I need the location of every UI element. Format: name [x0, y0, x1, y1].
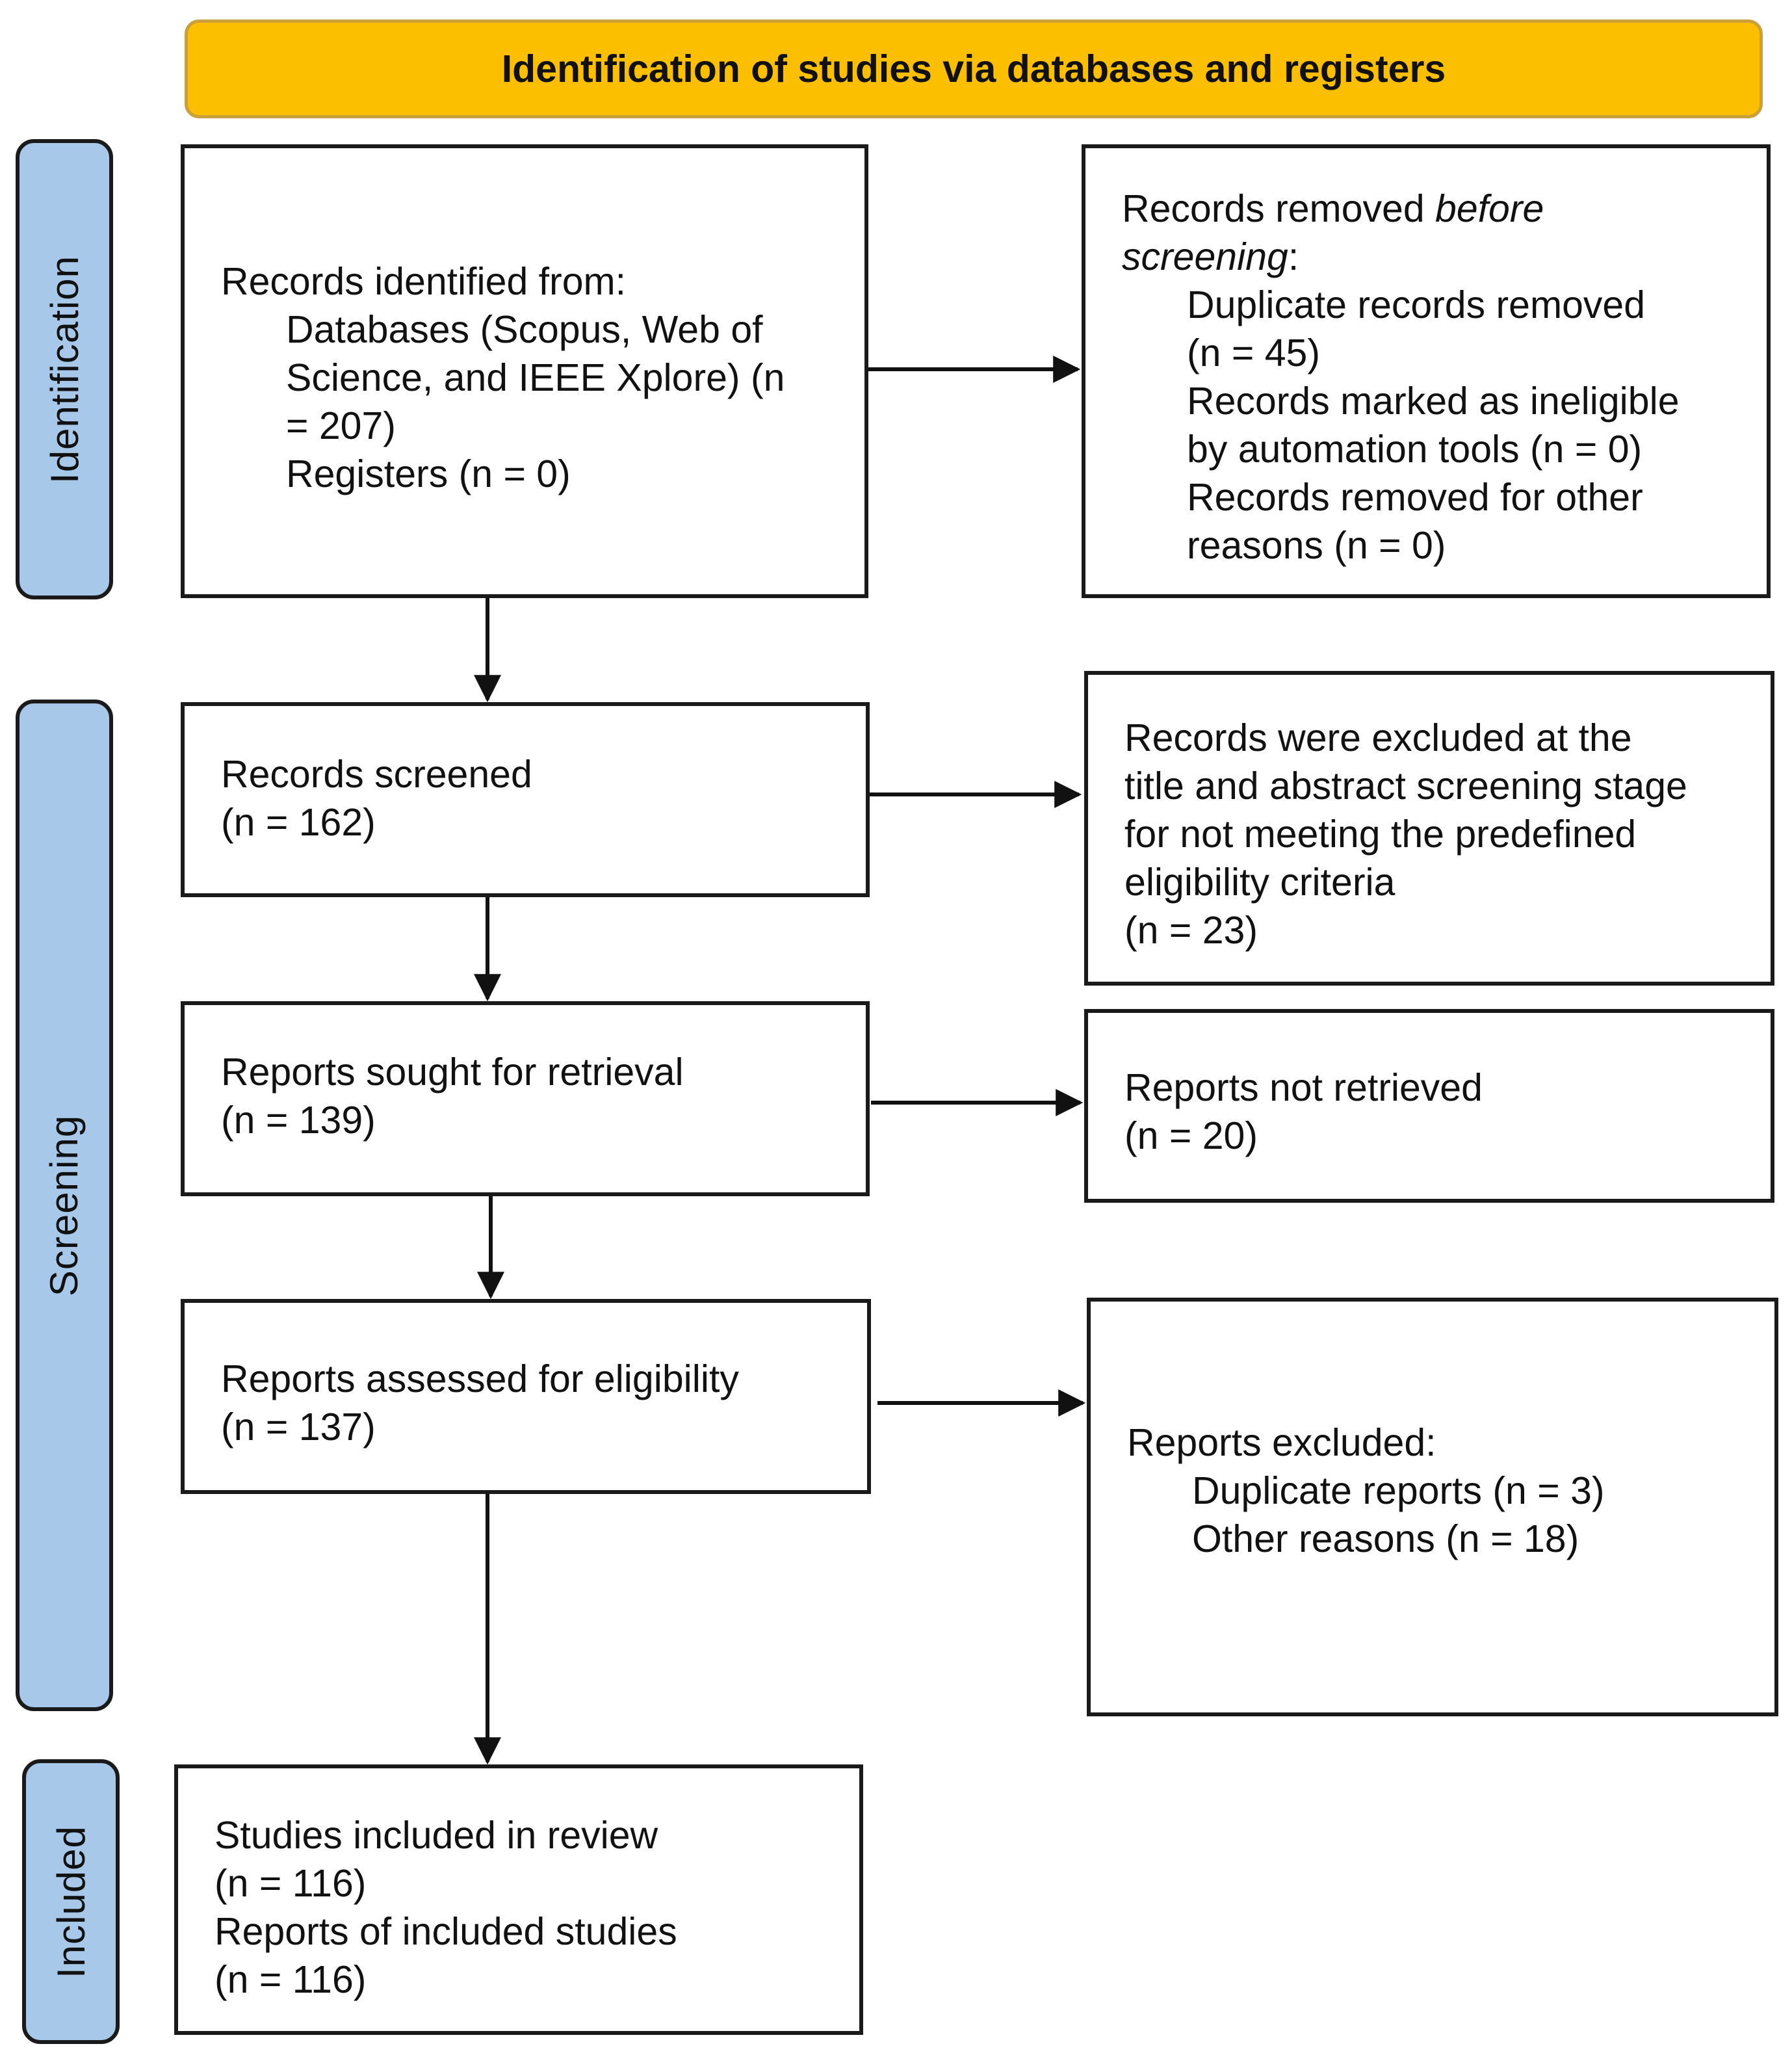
- box-records-screened: Records screened (n = 162): [181, 702, 870, 897]
- studies-included-line: Reports of included studies: [214, 1910, 677, 1953]
- records-removed-line: by automation tools (n = 0): [1187, 428, 1643, 471]
- studies-included-line: (n = 116): [214, 1862, 367, 1905]
- reports-excluded-line: Other reasons (n = 18): [1192, 1517, 1579, 1560]
- records-removed-title-cont: screening:: [1122, 233, 1754, 281]
- reports-excluded-title: Reports excluded:: [1127, 1421, 1436, 1464]
- records-screened-line: Records screened: [221, 753, 532, 796]
- box-reports-excluded: Reports excluded: Duplicate reports (n =…: [1087, 1298, 1778, 1716]
- phase-identification: Identification: [16, 139, 113, 599]
- records-identified-line: Science, and IEEE Xplore) (n: [286, 356, 785, 399]
- box-records-identified: Records identified from: Databases (Scop…: [181, 144, 868, 598]
- reports-not-retrieved-line: (n = 20): [1124, 1114, 1258, 1157]
- box-reports-assessed: Reports assessed for eligibility (n = 13…: [181, 1299, 871, 1494]
- box-records-removed: Records removed before screening: Duplic…: [1082, 144, 1771, 598]
- records-removed-title-em2: screening: [1122, 235, 1288, 278]
- records-excluded-line: for not meeting the predefined: [1124, 813, 1637, 856]
- reports-assessed-line: Reports assessed for eligibility: [221, 1357, 739, 1400]
- reports-not-retrieved-line: Reports not retrieved: [1124, 1066, 1483, 1109]
- reports-assessed-line: (n = 137): [221, 1406, 376, 1448]
- records-removed-title-prefix: Records removed: [1122, 187, 1436, 230]
- studies-included-line: (n = 116): [214, 1958, 367, 2001]
- records-identified-line: Databases (Scopus, Web of: [286, 308, 763, 351]
- studies-included-line: Studies included in review: [214, 1814, 658, 1857]
- records-removed-title-suffix: :: [1288, 235, 1299, 278]
- records-removed-line: Duplicate records removed: [1187, 283, 1646, 326]
- reports-sought-line: (n = 139): [221, 1099, 376, 1142]
- records-removed-line: Records removed for other: [1187, 476, 1643, 519]
- box-studies-included: Studies included in review (n = 116) Rep…: [174, 1764, 863, 2035]
- records-identified-title: Records identified from:: [221, 260, 627, 303]
- records-removed-line: (n = 45): [1187, 332, 1320, 374]
- phase-screening: Screening: [16, 700, 113, 1711]
- records-excluded-line: eligibility criteria: [1124, 861, 1396, 904]
- records-removed-line: Records marked as ineligible: [1187, 380, 1680, 423]
- reports-excluded-line: Duplicate reports (n = 3): [1192, 1469, 1605, 1512]
- records-identified-line: Registers (n = 0): [286, 452, 571, 495]
- box-reports-sought: Reports sought for retrieval (n = 139): [181, 1001, 870, 1196]
- records-removed-title-em1: before: [1435, 187, 1544, 230]
- records-excluded-line: (n = 23): [1124, 909, 1258, 952]
- records-removed-line: reasons (n = 0): [1187, 524, 1446, 567]
- box-records-excluded: Records were excluded at the title and a…: [1084, 671, 1774, 986]
- records-identified-line: = 207): [286, 404, 396, 447]
- box-reports-not-retrieved: Reports not retrieved (n = 20): [1084, 1009, 1774, 1203]
- phase-included: Included: [22, 1759, 120, 2044]
- reports-sought-line: Reports sought for retrieval: [221, 1051, 684, 1094]
- banner-title: Identification of studies via databases …: [501, 47, 1446, 90]
- records-removed-title: Records removed before: [1122, 185, 1754, 233]
- records-excluded-line: Records were excluded at the: [1124, 716, 1632, 759]
- records-excluded-line: title and abstract screening stage: [1124, 765, 1687, 807]
- header-banner: Identification of studies via databases …: [185, 20, 1763, 118]
- records-screened-line: (n = 162): [221, 801, 376, 844]
